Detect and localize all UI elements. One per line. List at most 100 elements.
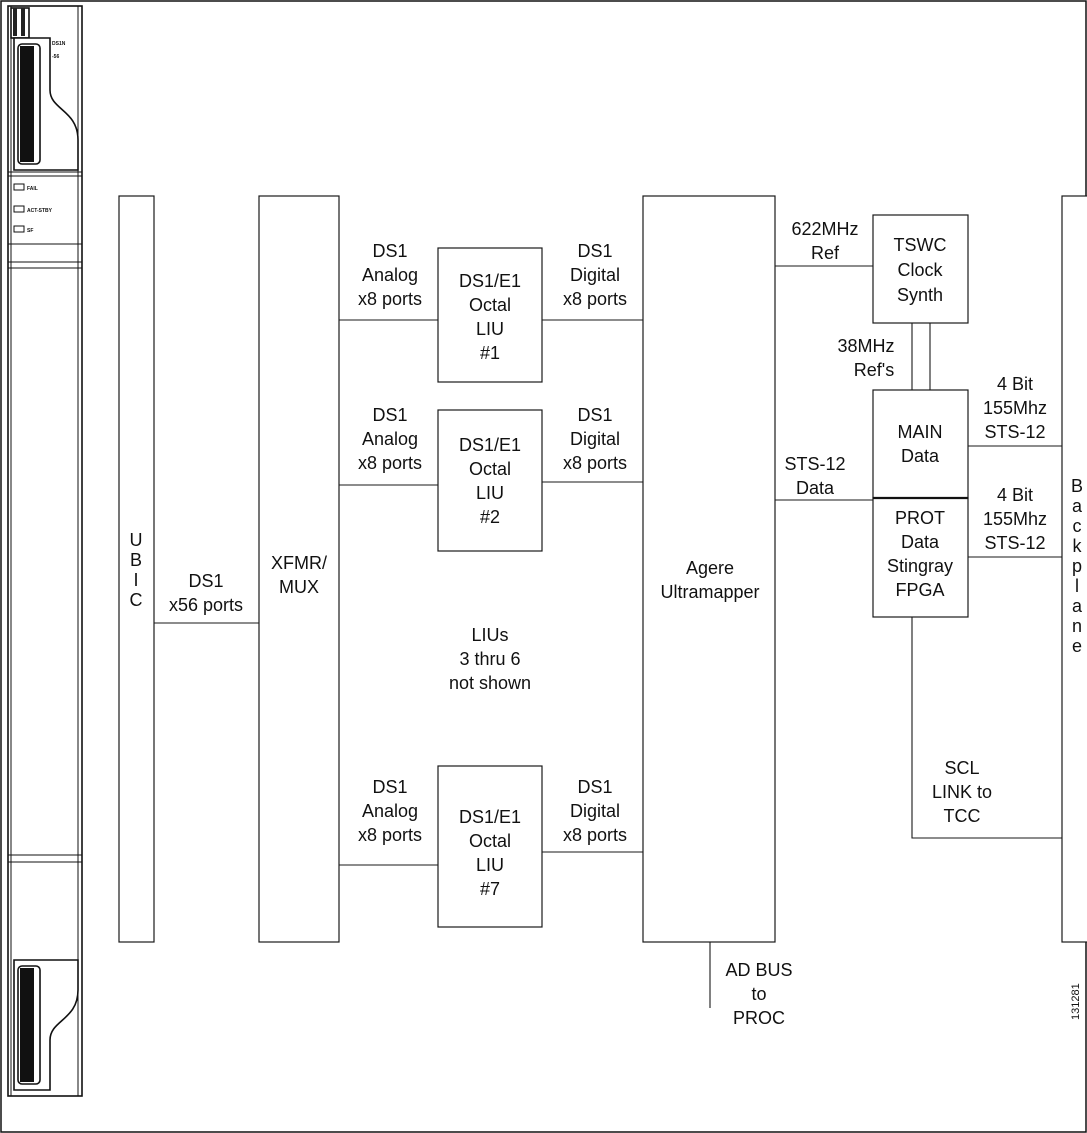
xfmr-label-line: MUX: [279, 577, 319, 597]
tswc-label-line: Synth: [897, 285, 943, 305]
digital2-line: Digital: [570, 429, 620, 449]
analog1-line: DS1: [372, 241, 407, 261]
bit4-prot-label: 4 Bit 155Mhz STS-12: [983, 485, 1047, 553]
digital7-line: DS1: [577, 777, 612, 797]
card-model-line-1: DS1N: [52, 41, 66, 47]
scl-link-line: TCC: [944, 806, 981, 826]
digital2-line: x8 ports: [563, 453, 627, 473]
ubic-letter: I: [133, 570, 138, 590]
sts12-data-label: STS-12 Data: [784, 454, 845, 498]
backplane-letter: k: [1073, 536, 1083, 556]
agere-label-line: Ultramapper: [660, 582, 759, 602]
prot-label-line: Stingray: [887, 556, 953, 576]
digital7-label: DS1 Digital x8 ports: [563, 777, 627, 845]
top-ejector-grip-fill: [20, 46, 34, 162]
bit4-prot-line: 4 Bit: [997, 485, 1033, 505]
agere-label-line: Agere: [686, 558, 734, 578]
backplane-label: B a c k p l a n e: [1071, 476, 1083, 656]
liu1-block: [437, 247, 543, 383]
digital2-label: DS1 Digital x8 ports: [563, 405, 627, 473]
analog1-line: Analog: [362, 265, 418, 285]
ref38-label: 38MHz Ref's: [837, 336, 894, 380]
digital1-line: x8 ports: [563, 289, 627, 309]
xfmr-label: XFMR/ MUX: [271, 553, 327, 597]
ref622-line: 622MHz: [791, 219, 858, 239]
backplane-letter: l: [1075, 576, 1079, 596]
scl-link-label: SCL LINK to TCC: [932, 758, 992, 826]
ref622-line: Ref: [811, 243, 840, 263]
analog2-line: DS1: [372, 405, 407, 425]
agere-label: Agere Ultramapper: [660, 558, 759, 602]
digital2-line: DS1: [577, 405, 612, 425]
led-act-stby-icon: [13, 205, 25, 213]
bit4-prot-line: 155Mhz: [983, 509, 1047, 529]
analog7-line: Analog: [362, 801, 418, 821]
xfmr-label-line: XFMR/: [271, 553, 327, 573]
liu1-label-line: LIU: [476, 319, 504, 339]
prot-label-line: PROT: [895, 508, 945, 528]
liu1-label-line: Octal: [469, 295, 511, 315]
bit4-prot-line: STS-12: [984, 533, 1045, 553]
ad-bus-line: to: [751, 984, 766, 1004]
ubic-letter: C: [130, 590, 143, 610]
ref38-line: 38MHz: [837, 336, 894, 356]
main-label-line: MAIN: [898, 422, 943, 442]
backplane-letter: p: [1072, 556, 1082, 576]
backplane-letter: n: [1072, 616, 1082, 636]
backplane-letter: a: [1072, 596, 1083, 616]
backplane-letter: e: [1072, 636, 1082, 656]
ubic-letter: U: [130, 530, 143, 550]
led-fail-label: FAIL: [27, 186, 38, 192]
liu7-block: [437, 765, 543, 928]
prot-data-block: [872, 497, 969, 618]
analog2-label: DS1 Analog x8 ports: [358, 405, 422, 473]
led-sf-icon: [13, 225, 25, 233]
main-label-line: Data: [901, 446, 940, 466]
liu2-block: [437, 409, 543, 552]
top-latch-slot-b: [21, 8, 25, 36]
led-fail-icon: [13, 183, 25, 191]
main-label: MAIN Data: [898, 422, 943, 466]
liu1-label-line: DS1/E1: [459, 271, 521, 291]
lius-note-line: 3 thru 6: [459, 649, 520, 669]
digital7-line: Digital: [570, 801, 620, 821]
bit4-main-label: 4 Bit 155Mhz STS-12: [983, 374, 1047, 442]
ds1-x56-label: DS1 x56 ports: [169, 571, 243, 615]
liu1-label: DS1/E1 Octal LIU #1: [459, 271, 521, 363]
top-latch-slot-a: [13, 8, 17, 36]
led-act-stby-label: ACT-STBY: [27, 208, 53, 214]
ubic-block: [118, 195, 155, 943]
digital7-line: x8 ports: [563, 825, 627, 845]
backplane-letter: B: [1071, 476, 1083, 496]
sts12-data-line: STS-12: [784, 454, 845, 474]
prot-label: PROT Data Stingray FPGA: [887, 508, 953, 600]
tswc-label-line: TSWC: [894, 235, 947, 255]
analog7-label: DS1 Analog x8 ports: [358, 777, 422, 845]
tswc-label: TSWC Clock Synth: [894, 235, 947, 305]
liu7-label-line: DS1/E1: [459, 807, 521, 827]
backplane-block: [1061, 195, 1087, 943]
analog2-line: x8 ports: [358, 453, 422, 473]
lius-note-line: LIUs: [471, 625, 508, 645]
agere-ultramapper-block: [642, 195, 776, 943]
card-model-line-2: -56: [52, 54, 59, 60]
ref622-label: 622MHz Ref: [791, 219, 858, 263]
backplane-letter: c: [1073, 516, 1082, 536]
tswc-label-line: Clock: [897, 260, 943, 280]
bit4-main-line: STS-12: [984, 422, 1045, 442]
liu2-label-line: DS1/E1: [459, 435, 521, 455]
analog1-line: x8 ports: [358, 289, 422, 309]
liu7-label-line: #7: [480, 879, 500, 899]
tswc-clock-synth-block: [872, 214, 969, 324]
ubic-label: U B I C: [130, 530, 143, 610]
bottom-ejector-grip-fill: [20, 968, 34, 1082]
lius-note: LIUs 3 thru 6 not shown: [449, 625, 531, 693]
connections: [154, 265, 1062, 1008]
analog7-line: DS1: [372, 777, 407, 797]
ref38-line: Ref's: [854, 360, 894, 380]
liu7-label-line: LIU: [476, 855, 504, 875]
bit4-main-line: 155Mhz: [983, 398, 1047, 418]
figure-id: 131281: [1070, 983, 1082, 1020]
